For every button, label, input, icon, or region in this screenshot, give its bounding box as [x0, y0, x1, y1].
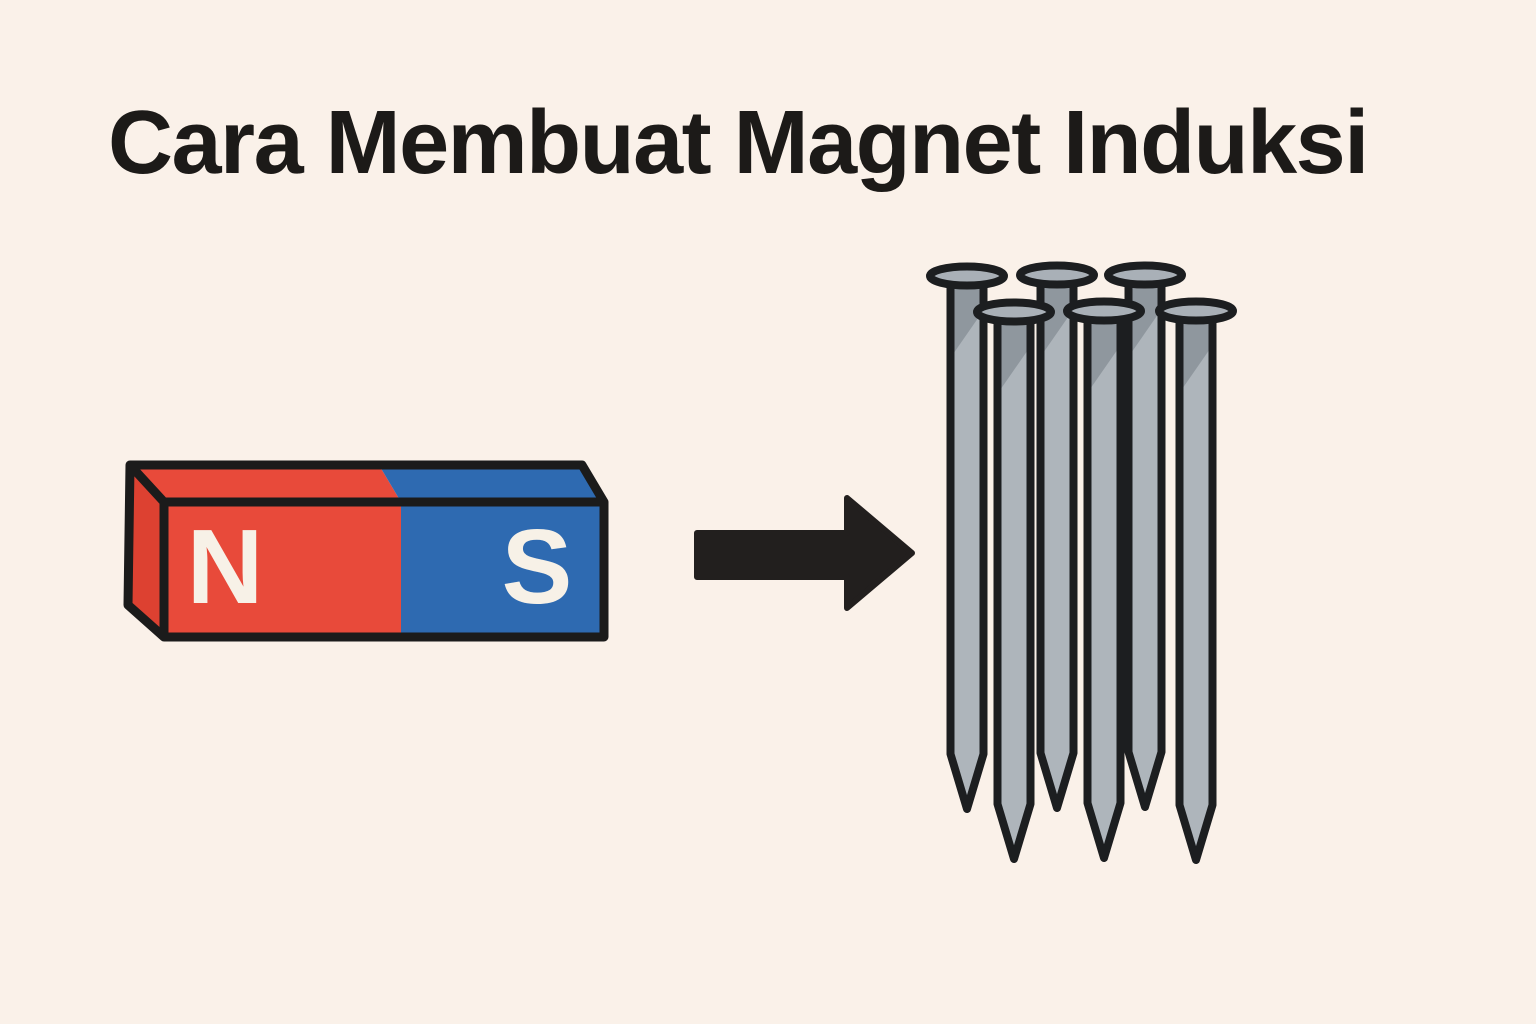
- nail: [1104, 261, 1186, 811]
- nail-head: [1063, 297, 1145, 325]
- nail-shaft-shading: [1132, 279, 1158, 351]
- magnet-top-face-north: [130, 465, 401, 502]
- nails-group: [926, 261, 1237, 864]
- nail-shaft: [1124, 271, 1166, 811]
- magnet-north-pole: [164, 502, 401, 637]
- nail: [973, 298, 1055, 863]
- magnet-left-face: [128, 465, 164, 637]
- nail-shaft: [1175, 307, 1217, 864]
- south-label: S: [502, 508, 573, 626]
- nail-shaft-shading: [954, 280, 980, 352]
- nail-head: [1104, 261, 1186, 289]
- nail-head: [1155, 297, 1237, 325]
- nail-shaft: [946, 272, 988, 813]
- page-title: Cara Membuat Magnet Induksi: [108, 93, 1369, 193]
- nail: [1063, 297, 1145, 862]
- north-label: N: [187, 508, 264, 626]
- nail-shaft-shading: [1183, 315, 1209, 387]
- nail-shaft: [1036, 271, 1078, 812]
- arrow-right-icon: [694, 495, 915, 611]
- nail-shaft-shading: [1044, 279, 1070, 351]
- nail-shaft-shading: [1091, 315, 1117, 387]
- nail: [1155, 297, 1237, 864]
- nail: [926, 262, 1008, 813]
- nail-shaft: [1083, 307, 1125, 862]
- nail-shaft: [993, 308, 1035, 863]
- nail-head: [973, 298, 1055, 326]
- bar-magnet: N S: [123, 460, 609, 642]
- nail-head: [1016, 261, 1098, 289]
- nail-head: [926, 262, 1008, 290]
- magnet-outline: [123, 460, 609, 642]
- magnet-south-pole: [401, 502, 604, 637]
- nail: [1016, 261, 1098, 812]
- magnet-top-face-south: [379, 465, 604, 502]
- nail-shaft-shading: [1001, 316, 1027, 388]
